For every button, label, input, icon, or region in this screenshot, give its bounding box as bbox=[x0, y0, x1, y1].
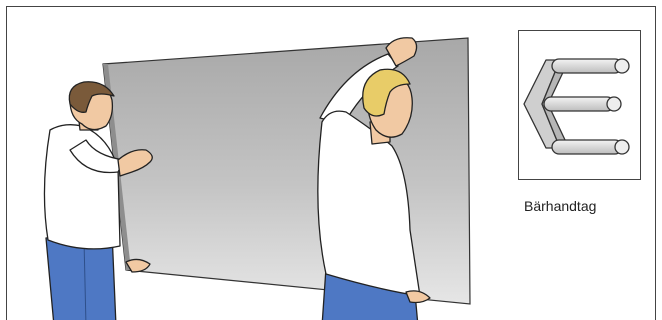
right-person-raised-hand bbox=[385, 37, 418, 67]
left-person bbox=[43, 81, 153, 320]
handle-inset bbox=[518, 30, 641, 180]
right-person bbox=[317, 37, 431, 320]
right-person-shirt bbox=[317, 110, 421, 297]
carry-handle-icon bbox=[523, 58, 630, 155]
left-person-hand bbox=[117, 149, 153, 177]
inset-caption: Bärhandtag bbox=[524, 198, 597, 214]
left-person-hair bbox=[68, 81, 115, 113]
right-person-hair bbox=[362, 68, 411, 117]
main-frame bbox=[6, 6, 656, 320]
